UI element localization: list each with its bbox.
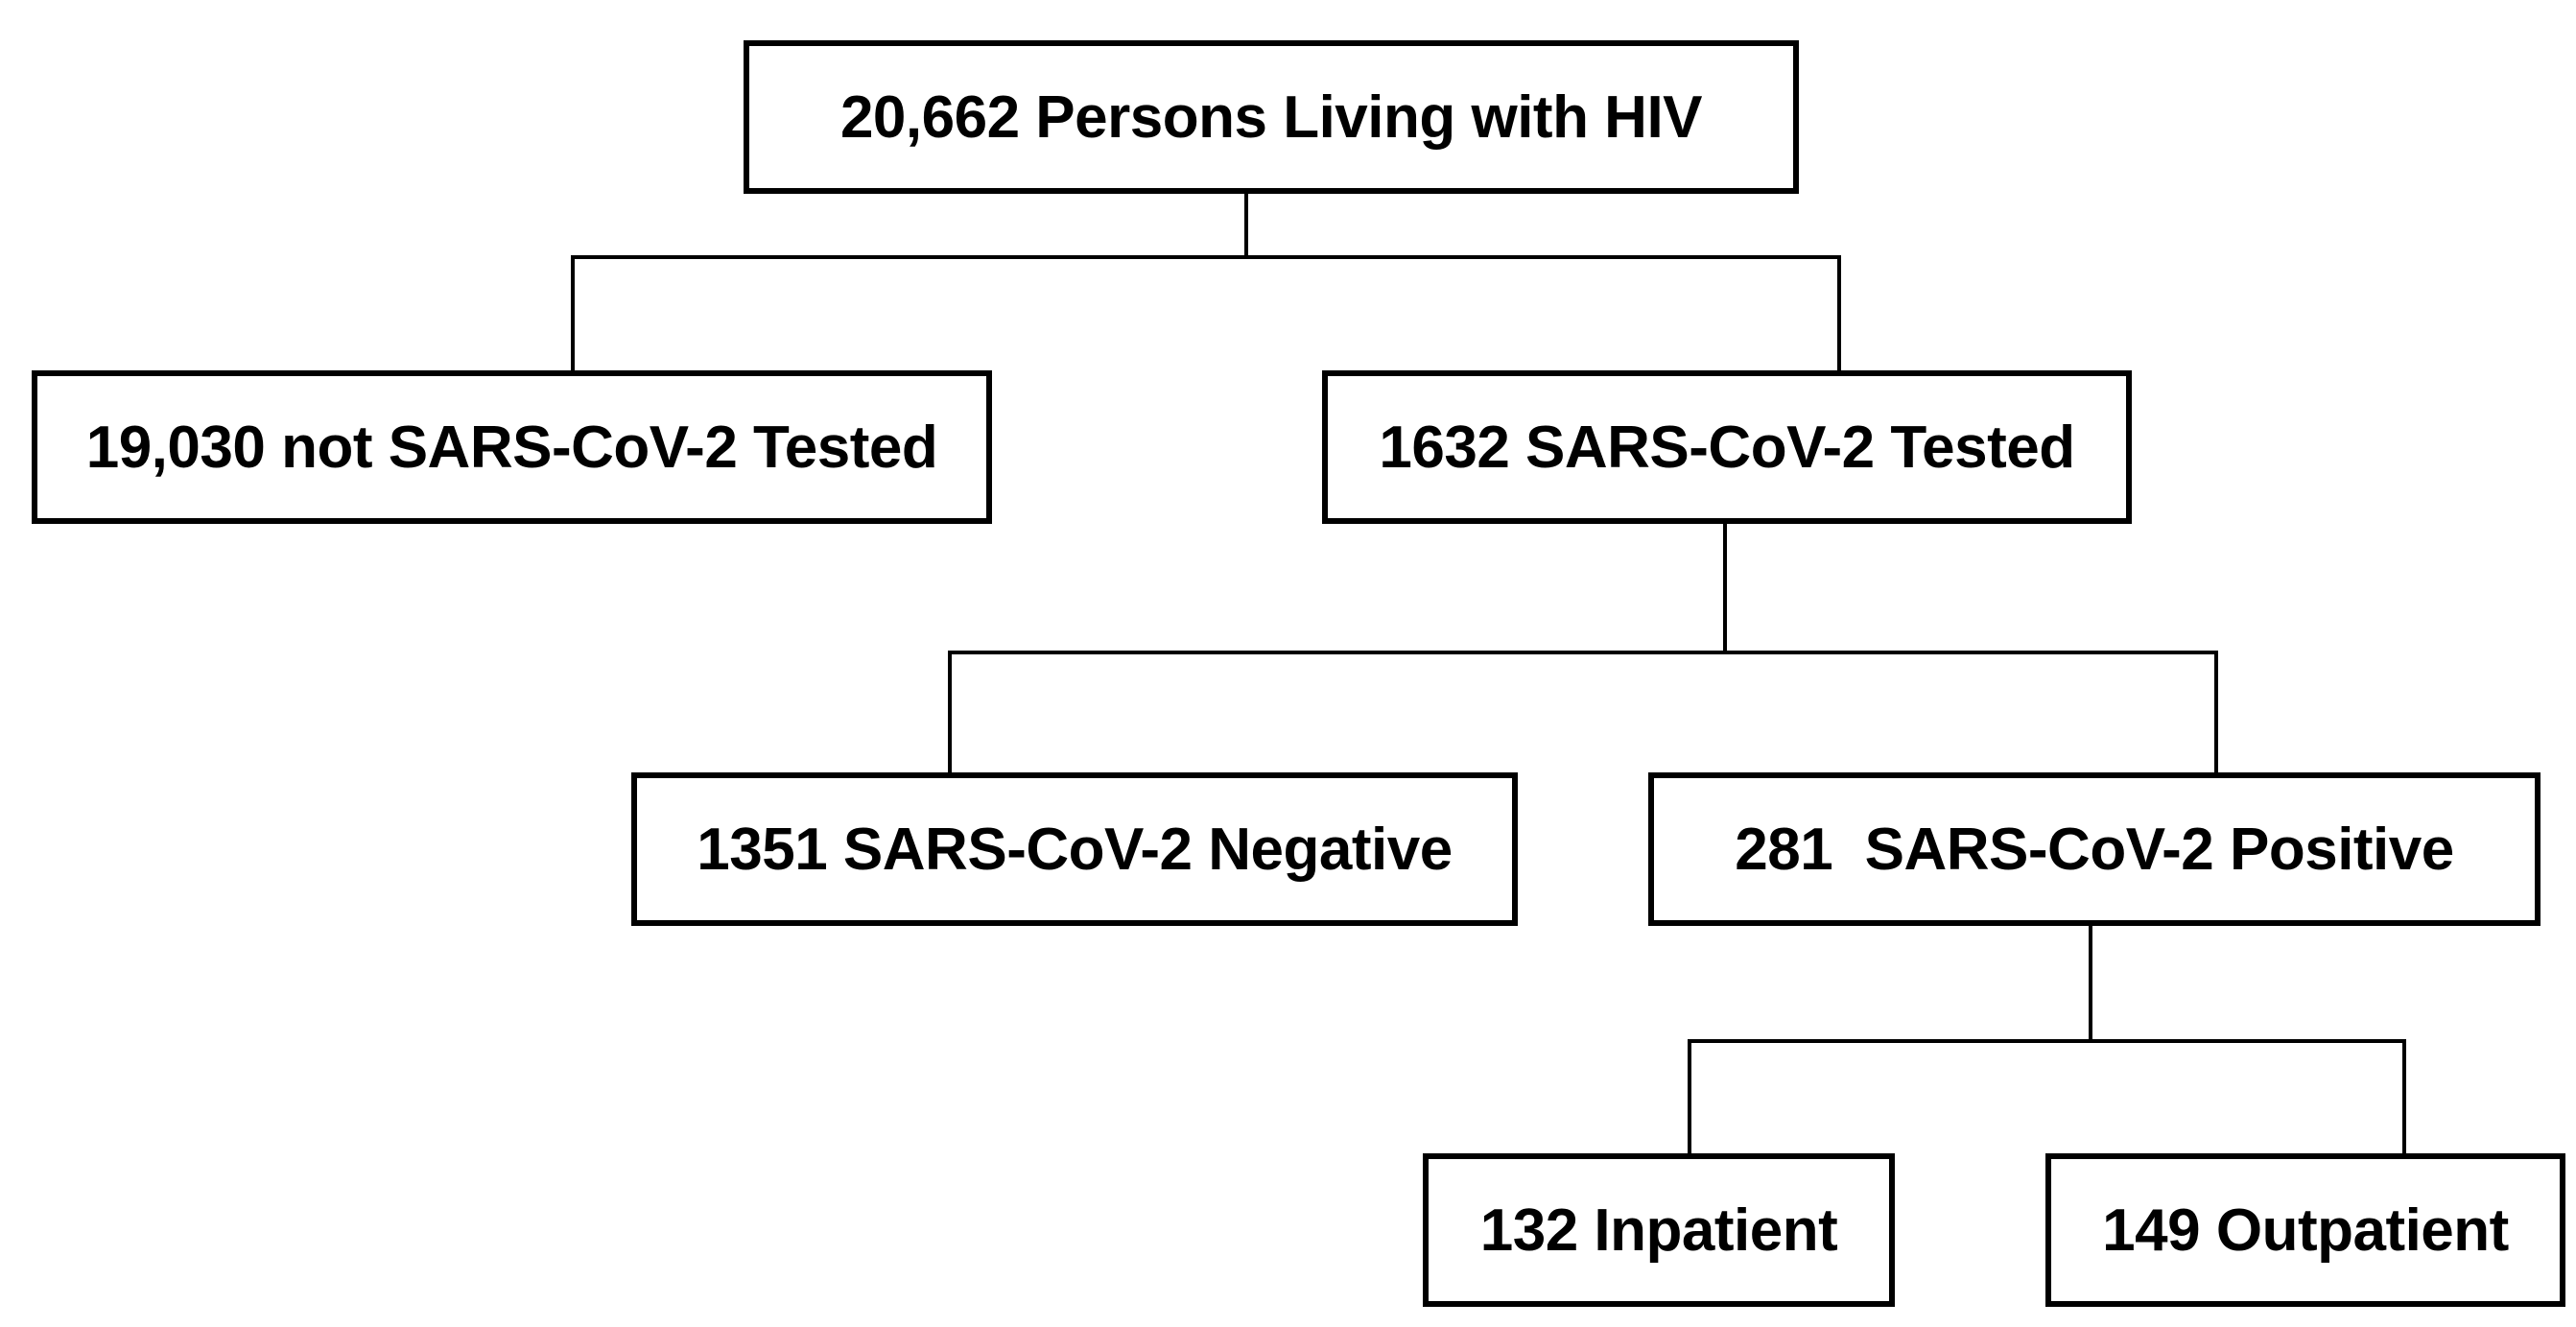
node-inpatient: 132 Inpatient (1423, 1153, 1895, 1307)
node-label: 19,030 not SARS-CoV-2 Tested (85, 414, 938, 481)
node-label: 132 Inpatient (1479, 1197, 1838, 1264)
node-positive: 281 SARS-CoV-2 Positive (1648, 772, 2541, 926)
node-outpatient: 149 Outpatient (2045, 1153, 2565, 1307)
node-label: 20,662 Persons Living with HIV (839, 83, 1703, 151)
node-persons-living-with-hiv: 20,662 Persons Living with HIV (744, 40, 1799, 194)
node-negative: 1351 SARS-CoV-2 Negative (631, 772, 1518, 926)
node-label: 1351 SARS-CoV-2 Negative (697, 816, 1453, 883)
node-label: 1632 SARS-CoV-2 Tested (1379, 414, 2075, 481)
node-label: 281 SARS-CoV-2 Positive (1735, 816, 2454, 883)
node-label: 149 Outpatient (2102, 1197, 2509, 1264)
node-tested: 1632 SARS-CoV-2 Tested (1322, 370, 2132, 524)
node-not-tested: 19,030 not SARS-CoV-2 Tested (32, 370, 992, 524)
